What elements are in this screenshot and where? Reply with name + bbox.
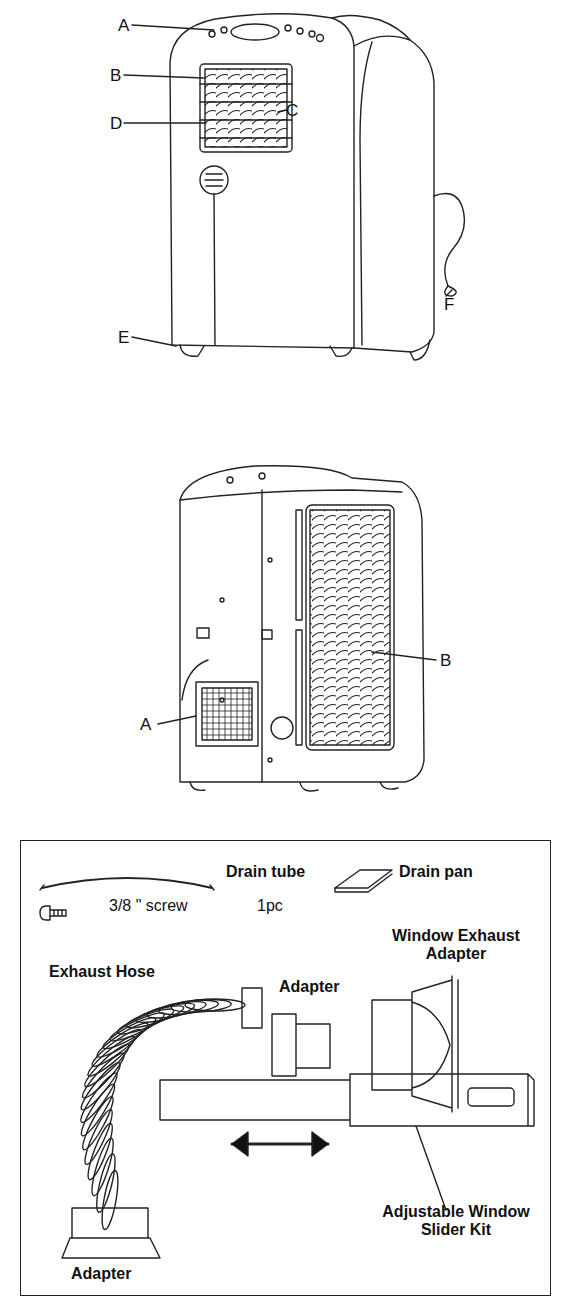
part-name: Adjustable Window Slider Kit bbox=[371, 1203, 541, 1240]
part-name: 1pc bbox=[257, 897, 283, 915]
hose-ring bbox=[99, 1169, 121, 1230]
hose-ring bbox=[135, 1000, 196, 1027]
callout-letter: C bbox=[286, 102, 298, 119]
hose-ring bbox=[79, 1049, 129, 1101]
callout-letter: A bbox=[140, 716, 151, 733]
part-name: 3/8 " screw bbox=[109, 897, 188, 915]
part-name: Window Exhaust Adapter bbox=[381, 927, 531, 964]
part-name: Exhaust Hose bbox=[49, 963, 155, 981]
part-name: Adapter bbox=[71, 1265, 131, 1283]
callout-letter: F bbox=[444, 296, 454, 313]
callout-letter: B bbox=[110, 67, 121, 84]
accessory-art bbox=[40, 870, 534, 1258]
callout-letter: B bbox=[440, 652, 451, 669]
back-view bbox=[158, 466, 436, 791]
hose-ring bbox=[116, 1005, 176, 1038]
hose-end bbox=[242, 988, 262, 1028]
callout-letter: D bbox=[110, 115, 122, 132]
front-view bbox=[124, 14, 464, 360]
callout-letter: A bbox=[118, 17, 129, 34]
part-name: Drain pan bbox=[399, 863, 473, 881]
part-name: Adapter bbox=[279, 978, 339, 996]
callout-letter: E bbox=[118, 329, 129, 346]
accessory-box: Drain tube Drain pan 3/8 " screw 1pcExhaust… bbox=[20, 840, 551, 1296]
part-name: Drain tube bbox=[226, 863, 305, 881]
hose-ring bbox=[88, 1137, 117, 1198]
